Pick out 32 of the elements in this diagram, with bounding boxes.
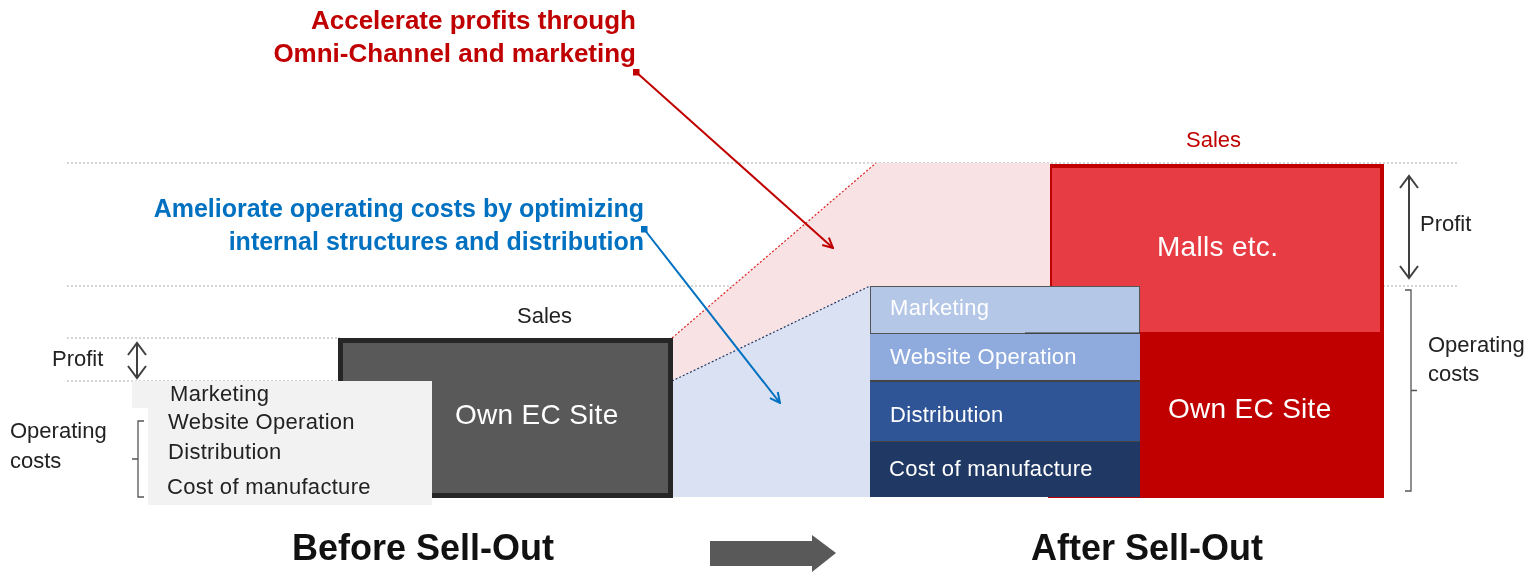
block-label: Malls etc. bbox=[1157, 230, 1279, 264]
callout-arrow bbox=[632, 68, 834, 249]
block-label: Own EC Site bbox=[455, 398, 619, 432]
callout-text: Ameliorate operating costs by optimizing internal structures and distribution bbox=[74, 192, 644, 260]
row-label: Website Operation bbox=[168, 409, 355, 436]
panel-heading: After Sell-Out bbox=[1030, 526, 1264, 570]
value-label: Profit bbox=[1420, 210, 1472, 238]
row-label: Marketing bbox=[890, 295, 990, 322]
row-label: Cost of manufacture bbox=[167, 474, 371, 501]
cost-row bbox=[870, 286, 1140, 334]
cost-row bbox=[870, 334, 1140, 380]
revenue-block bbox=[1052, 168, 1380, 332]
panel-heading: Before Sell-Out bbox=[290, 526, 555, 570]
row-label: Cost of manufacture bbox=[889, 456, 1093, 483]
value-label: Operating costs bbox=[1428, 331, 1526, 388]
row-label: Distribution bbox=[168, 439, 282, 466]
row-label: Website Operation bbox=[890, 344, 1077, 371]
value-label: Sales bbox=[1186, 126, 1242, 154]
value-label: Profit bbox=[52, 345, 104, 373]
cost-row bbox=[870, 380, 1140, 441]
callout-text: Accelerate profits through Omni-Channel and marketing bbox=[250, 4, 636, 72]
row-label: Marketing bbox=[170, 381, 270, 408]
value-label: Operating costs bbox=[10, 417, 108, 475]
cost-block bbox=[1140, 332, 1380, 495]
callout-arrow bbox=[640, 225, 781, 404]
block-label: Own EC Site bbox=[1168, 392, 1332, 426]
cost-row bbox=[132, 381, 432, 408]
row-label: Distribution bbox=[890, 402, 1004, 429]
cost-row bbox=[148, 469, 432, 505]
shaded-band bbox=[672, 286, 870, 497]
value-label: Sales bbox=[517, 302, 573, 330]
cost-row bbox=[870, 441, 1140, 497]
